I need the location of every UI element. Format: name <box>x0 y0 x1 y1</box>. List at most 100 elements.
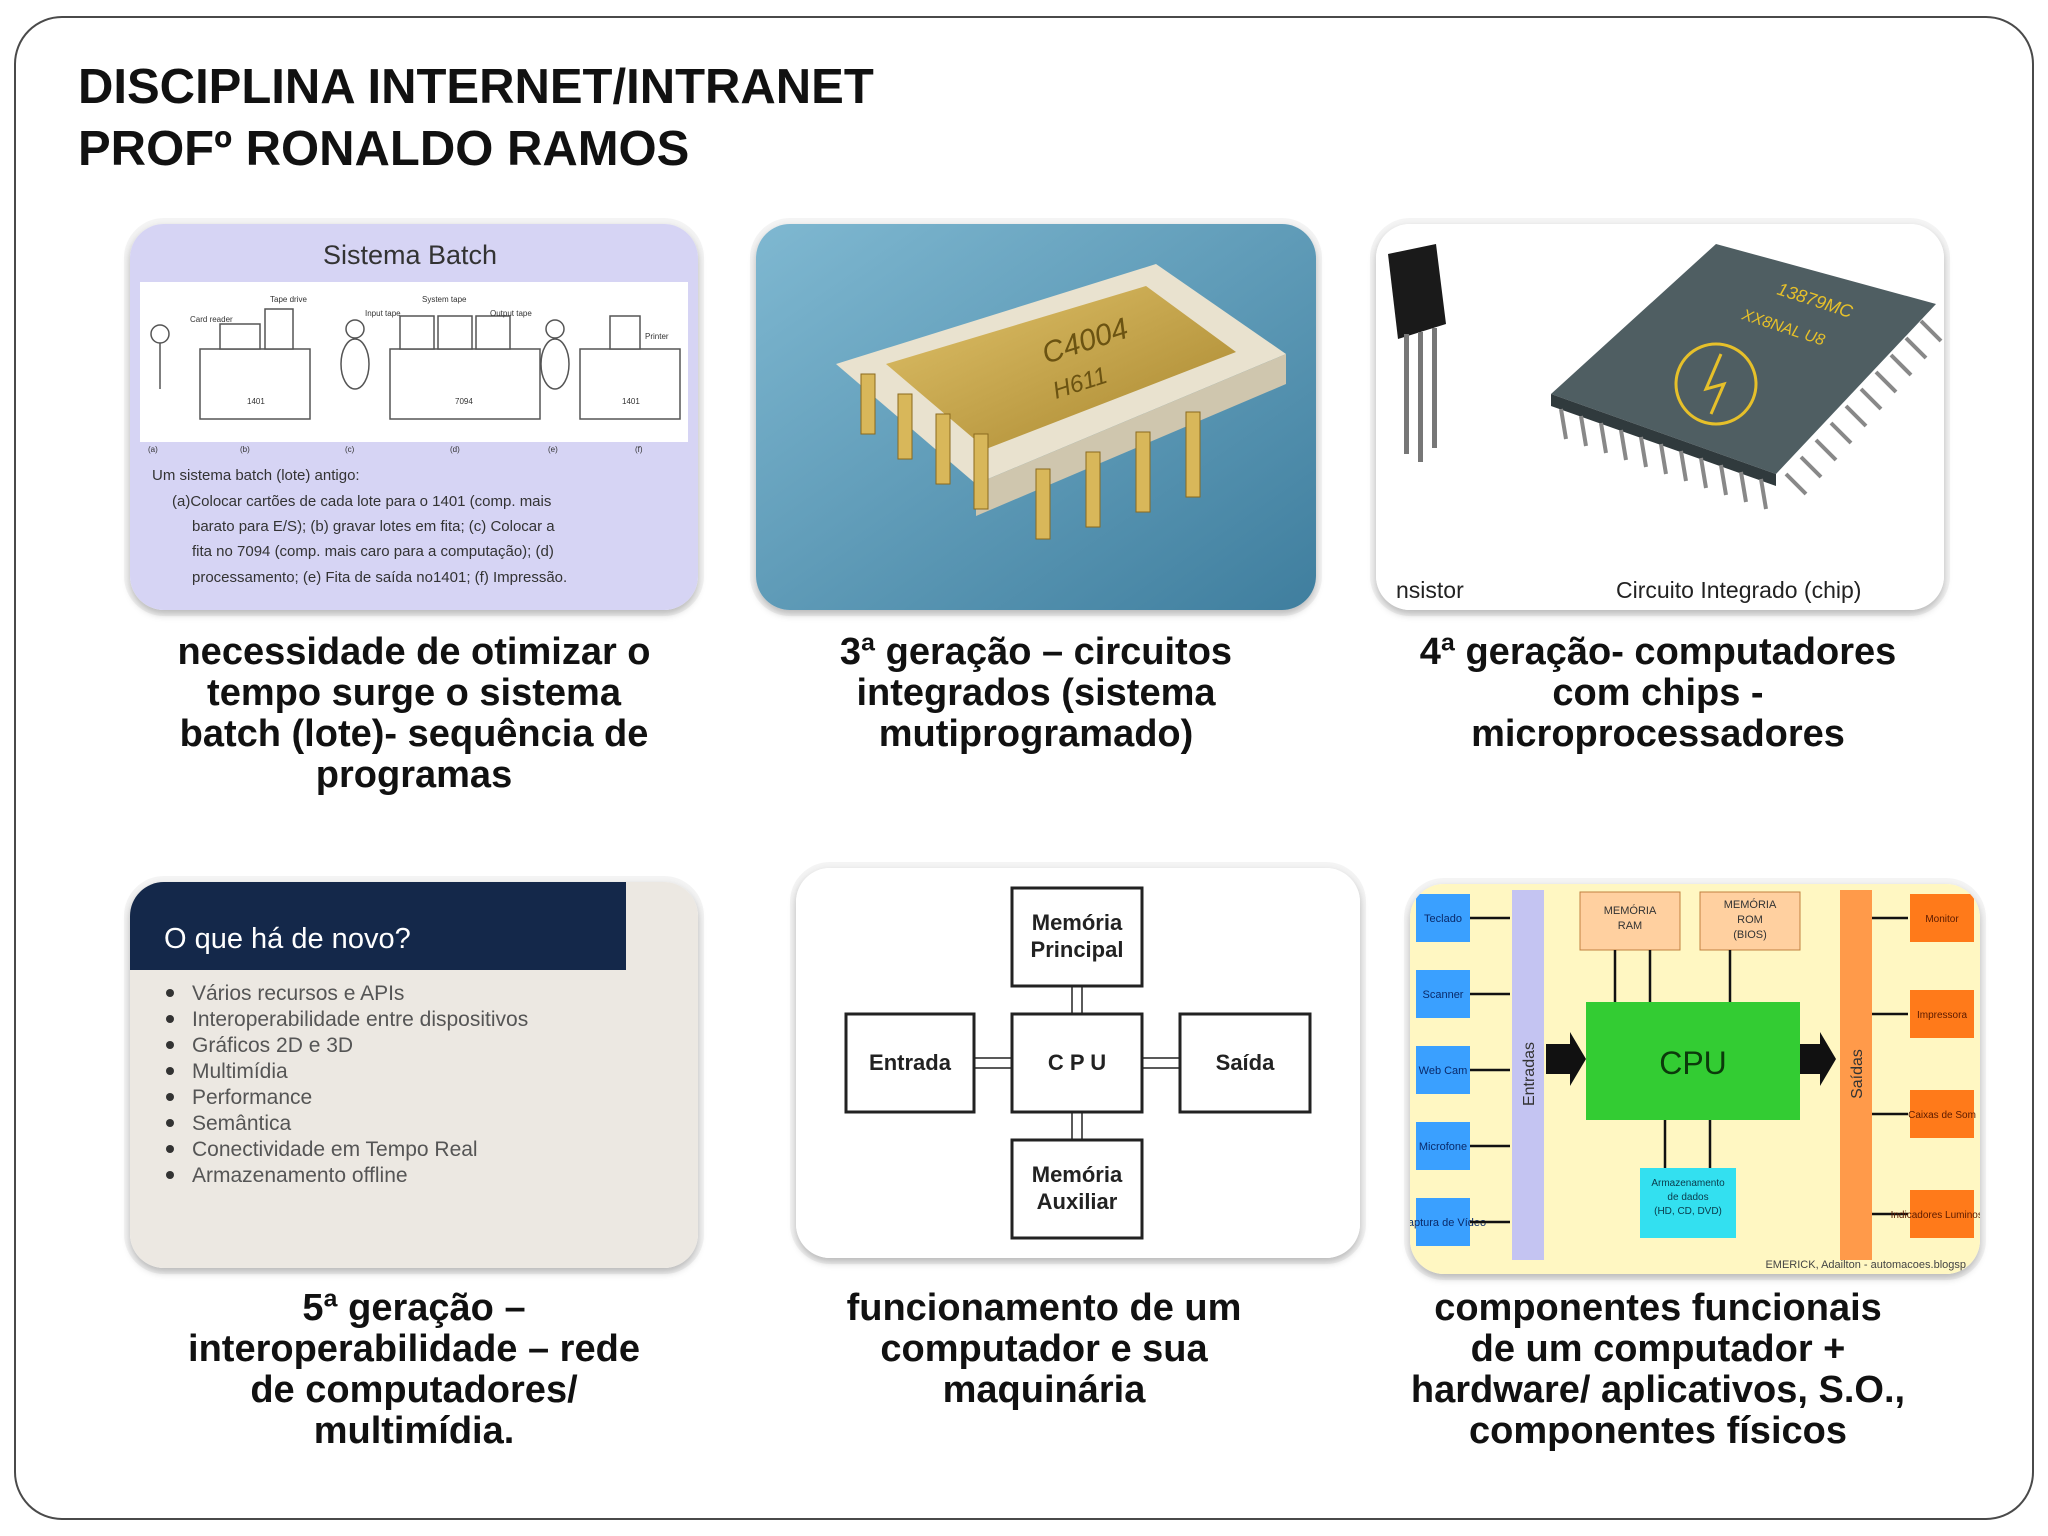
step-c: (c) <box>345 445 355 454</box>
label-input-tape: Input tape <box>365 309 401 318</box>
memoria-principal-line-1: Memória <box>1032 910 1123 935</box>
rom-line-3: (BIOS) <box>1733 929 1767 941</box>
output-impressora: Impressora <box>1917 1010 1967 1021</box>
whats-new-item: Interoperabilidade entre dispositivos <box>192 1008 528 1031</box>
batch-caption-line-1: necessidade de otimizar o <box>177 631 651 673</box>
label-output-tape: Output tape <box>490 309 532 318</box>
chips-caption-line-2: com chips - <box>1552 672 1764 714</box>
batch-caption: necessidade de otimizar o tempo surge o … <box>114 632 714 796</box>
ram-line-1: MEMÓRIA <box>1604 904 1657 917</box>
whats-new-item: Performance <box>192 1086 312 1109</box>
batch-desc-line-2: barato para E/S); (b) gravar lotes em fi… <box>192 518 555 535</box>
chips-caption: 4ª geração- computadores com chips - mic… <box>1358 632 1958 755</box>
whats-new-item: Multimídia <box>192 1060 288 1083</box>
batch-desc-line-4: processamento; (e) Fita de saída no1401;… <box>192 569 567 586</box>
storage-line-3: (HD, CD, DVD) <box>1654 1206 1722 1217</box>
machine-label-1401b: 1401 <box>622 397 640 406</box>
batch-caption-line-2: tempo surge o sistema <box>207 672 621 714</box>
batch-desc-line-3: fita no 7094 (comp. mais caro para a com… <box>192 543 554 560</box>
entradas-label: Entradas <box>1521 1042 1538 1106</box>
saidas-label: Saídas <box>1849 1049 1866 1099</box>
batch-system-illustration: Sistema Batch Tape drive Card reader Inp… <box>130 224 698 610</box>
chip-4004-caption: 3ª geração – circuitos integrados (siste… <box>736 632 1336 755</box>
storage-line-2: de dados <box>1667 1192 1708 1203</box>
batch-desc-line-1: (a)Colocar cartões de cada lote para o 1… <box>172 493 551 510</box>
machine-label-7094: 7094 <box>455 397 473 406</box>
components-cpu-label: CPU <box>1659 1045 1727 1081</box>
saida-label: Saída <box>1216 1050 1275 1075</box>
rom-line-1: MEMÓRIA <box>1724 898 1777 911</box>
whats-new-item: Semântica <box>192 1112 292 1135</box>
label-card-reader: Card reader <box>190 315 233 324</box>
chips-card: 13879MC XX8NAL U8 nsistor Circuito Integ… <box>1376 224 1944 610</box>
novo-caption-line-3: de computadores/ <box>250 1369 578 1411</box>
step-a: (a) <box>148 445 158 454</box>
label-system-tape: System tape <box>422 295 467 304</box>
batch-system-card: Sistema Batch Tape drive Card reader Inp… <box>130 224 698 610</box>
memoria-auxiliar-line-1: Memória <box>1032 1162 1123 1187</box>
whats-new-caption: 5ª geração – interoperabilidade – rede d… <box>114 1288 714 1452</box>
chip-caption-line-3: mutiprogramado) <box>878 713 1194 755</box>
ram-line-2: RAM <box>1618 920 1642 932</box>
computer-block-diagram: Memória Principal Entrada C P U Saída Me… <box>796 868 1360 1258</box>
input-microfone: Microfone <box>1419 1141 1467 1153</box>
whats-new-slide: O que há de novo? Vários recursos e APIs… <box>130 882 698 1268</box>
diagram-caption-line-1: funcionamento de um <box>846 1287 1242 1329</box>
components-caption: componentes funcionais de um computador … <box>1358 1288 1958 1452</box>
chips-caption-line-3: microprocessadores <box>1471 713 1845 755</box>
whats-new-item: Vários recursos e APIs <box>192 982 404 1005</box>
whats-new-item: Gráficos 2D e 3D <box>192 1034 353 1057</box>
components-caption-line-4: componentes físicos <box>1469 1410 1847 1452</box>
chip-4004-card: C4004 H611 <box>756 224 1316 610</box>
integrated-circuit-icon: 13879MC XX8NAL U8 <box>1551 244 1936 486</box>
batch-caption-line-4: programas <box>315 754 513 796</box>
label-printer: Printer <box>645 332 669 341</box>
saida-box <box>1178 1012 1312 1114</box>
memoria-principal-line-2: Principal <box>1031 937 1124 962</box>
label-tape-drive: Tape drive <box>270 295 307 304</box>
whats-new-heading: O que há de novo? <box>164 923 411 955</box>
storage-line-1: Armazenamento <box>1651 1178 1725 1189</box>
title-line-2: PROFº RONALDO RAMOS <box>78 122 690 176</box>
memoria-auxiliar-line-2: Auxiliar <box>1037 1189 1118 1214</box>
memoria-auxiliar-box <box>1010 1138 1144 1240</box>
label-integrated-circuit: Circuito Integrado (chip) <box>1616 577 1861 603</box>
chips-illustration: 13879MC XX8NAL U8 nsistor Circuito Integ… <box>1376 224 1944 610</box>
diagram-caption-line-3: maquinária <box>942 1369 1146 1411</box>
input-scanner: Scanner <box>1423 989 1464 1001</box>
computer-diagram-card: Memória Principal Entrada C P U Saída Me… <box>796 868 1360 1258</box>
step-f: (f) <box>635 445 643 454</box>
input-captura: Captura de Vídeo <box>1410 1217 1486 1229</box>
label-transistor: nsistor <box>1396 577 1464 603</box>
whats-new-item: Armazenamento offline <box>192 1164 408 1187</box>
batch-title: Sistema Batch <box>323 240 497 270</box>
components-caption-line-2: de um computador + <box>1470 1328 1846 1370</box>
cpu-box <box>1010 1012 1144 1114</box>
batch-caption-line-3: batch (lote)- sequência de <box>179 713 649 755</box>
entrada-label: Entrada <box>869 1050 952 1075</box>
cpu-label: C P U <box>1048 1050 1106 1075</box>
components-credit: EMERICK, Adailton - automacoes.blogsp <box>1765 1259 1966 1271</box>
entrada-box <box>844 1012 976 1114</box>
chip-caption-line-2: integrados (sistema <box>856 672 1216 714</box>
chip-pins <box>860 373 1201 540</box>
novo-caption-line-2: interoperabilidade – rede <box>188 1328 640 1370</box>
memoria-principal-box <box>1010 886 1144 988</box>
components-diagram: Teclado Scanner Web Cam Microfone Captur… <box>1410 884 1980 1274</box>
novo-caption-line-4: multimídia. <box>313 1410 515 1452</box>
rom-line-2: ROM <box>1737 914 1763 926</box>
whats-new-card: O que há de novo? Vários recursos e APIs… <box>130 882 698 1268</box>
batch-desc-intro: Um sistema batch (lote) antigo: <box>152 467 360 484</box>
input-teclado: Teclado <box>1424 913 1462 925</box>
ic-pins <box>1559 319 1943 510</box>
output-indicadores: Indicadores Luminosos <box>1891 1210 1980 1221</box>
step-d: (d) <box>450 445 460 454</box>
novo-caption-line-1: 5ª geração – <box>302 1287 526 1329</box>
output-monitor: Monitor <box>1925 914 1959 925</box>
step-e: (e) <box>548 445 558 454</box>
input-webcam: Web Cam <box>1419 1065 1468 1077</box>
components-caption-line-3: hardware/ aplicativos, S.O., <box>1410 1369 1906 1411</box>
slide-title: DISCIPLINA INTERNET/INTRANET PROFº RONAL… <box>78 56 874 180</box>
step-b: (b) <box>240 445 250 454</box>
chips-caption-line-1: 4ª geração- computadores <box>1419 631 1897 673</box>
